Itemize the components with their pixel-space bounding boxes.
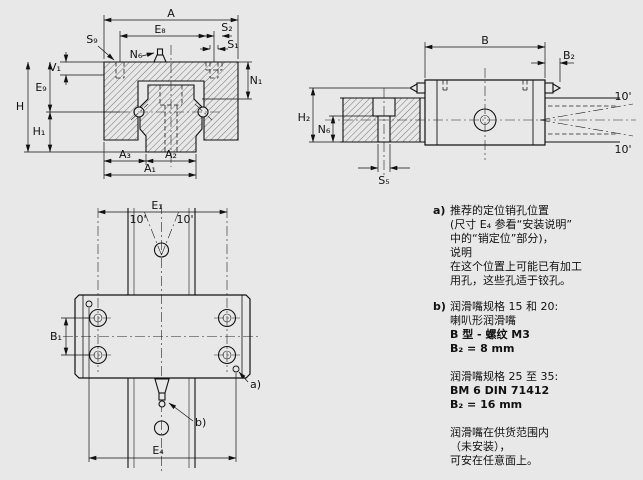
- note-line: 喇叭形润滑嘴: [450, 314, 516, 327]
- note-line: [450, 412, 638, 426]
- carriage-cross-section: [103, 61, 239, 141]
- angle-label-bottom: 10': [614, 143, 631, 156]
- note-line: （未安装），: [450, 440, 511, 453]
- dim-label-N6: N₆: [130, 48, 143, 61]
- note-b: b) 润滑嘴规格 15 和 20: 喇叭形润滑嘴 B 型 - 螺纹 M3 B₂ …: [433, 300, 638, 468]
- side-dimensions: B B₂ H₂ N₆ S₅ 10' 10': [298, 34, 634, 187]
- note-line: [450, 356, 638, 370]
- dim-label-V1: V₁: [49, 61, 61, 74]
- note-a-marker: a): [433, 204, 446, 217]
- note-line: 润滑嘴在供货范围内: [450, 426, 549, 439]
- lube-nipple-bottom-icon: [154, 378, 170, 408]
- front-dimensions: A E₈ S₂ S₁ S₉ N₆ V₁ E₉ H: [16, 7, 262, 179]
- side-view: B B₂ H₂ N₆ S₅ 10' 10': [298, 34, 636, 187]
- note-line: 中的“销定位”部分)，: [450, 232, 554, 245]
- note-line: (尺寸 E₄ 参看“安装说明”: [450, 218, 573, 231]
- dim-label-H: H: [16, 100, 24, 113]
- dim-label-B1: B₁: [50, 330, 62, 343]
- dim-label-E8: E₈: [154, 23, 166, 36]
- pin-hole-left: [85, 300, 93, 308]
- front-view: A E₈ S₂ S₁ S₉ N₆ V₁ E₉ H: [16, 7, 262, 179]
- dim-label-E9: E₉: [35, 81, 46, 94]
- note-line: B₂ = 16 mm: [450, 398, 523, 411]
- note-line: B 型 - 螺纹 M3: [450, 328, 530, 341]
- note-a: a) 推荐的定位销孔位置 (尺寸 E₄ 参看“安装说明” 中的“销定位”部分)，…: [433, 204, 638, 288]
- dim-label-S5: S₅: [378, 174, 389, 187]
- lube-nipple-right-icon: [544, 82, 562, 94]
- centerlines: [120, 45, 222, 167]
- funnel-lube-nipple-icon: [153, 48, 167, 63]
- dim-label-B2: B₂: [563, 49, 575, 62]
- dim-label-H2: H₂: [298, 111, 311, 124]
- locating-pin-holes: [85, 300, 240, 373]
- dim-label-N1: N₁: [250, 74, 263, 87]
- dim-label-E1: E₁: [151, 199, 162, 212]
- note-line: 在这个位置上可能已有加工: [450, 260, 582, 273]
- notes-panel: a) 推荐的定位销孔位置 (尺寸 E₄ 参看“安装说明” 中的“销定位”部分)，…: [433, 204, 638, 480]
- dim-label-S1: S₁: [227, 38, 238, 51]
- note-line: 用孔，这些孔适于铰孔。: [450, 274, 571, 287]
- note-marker-a: a): [250, 378, 261, 391]
- note-b-text: 润滑嘴规格 15 和 20: 喇叭形润滑嘴 B 型 - 螺纹 M3 B₂ = 8…: [450, 300, 638, 468]
- dim-label-E4: E₄: [152, 444, 164, 457]
- dim-label-A2: A₂: [165, 148, 177, 161]
- note-a-text: 推荐的定位销孔位置 (尺寸 E₄ 参看“安装说明” 中的“销定位”部分)， 说明…: [450, 204, 638, 288]
- note-line: 润滑嘴规格 15 和 20:: [450, 300, 559, 313]
- angle-label-top: 10': [614, 90, 631, 103]
- dim-label-A1: A₁: [144, 162, 156, 175]
- angle-label-left: 10': [129, 213, 146, 226]
- note-marker-b: b): [195, 416, 206, 429]
- top-dimensions: E₁ 10' 10' B₁ E₄ a) b): [50, 199, 261, 462]
- dim-label-A: A: [167, 7, 175, 20]
- dim-label-S9: S₉: [86, 33, 97, 46]
- note-line: 润滑嘴规格 25 至 35:: [450, 370, 559, 383]
- hidden-hole-lines: [115, 62, 223, 152]
- lube-nipple-left-icon: [408, 82, 426, 94]
- note-line: B₂ = 8 mm: [450, 342, 515, 355]
- angle-label-right: 10': [176, 213, 193, 226]
- dim-label-N6: N₆: [318, 123, 331, 136]
- dim-label-A3: A₃: [119, 148, 131, 161]
- dim-label-H1: H₁: [33, 125, 46, 138]
- pin-hole-right: [232, 365, 240, 373]
- note-line: 说明: [450, 246, 472, 259]
- note-line: 可安在任意面上。: [450, 454, 538, 467]
- note-line: 推荐的定位销孔位置: [450, 204, 549, 217]
- note-line: BM 6 DIN 71412: [450, 384, 550, 397]
- centerlines: [325, 68, 636, 178]
- top-view: E₁ 10' 10' B₁ E₄ a) b): [50, 199, 261, 472]
- note-b-marker: b): [433, 300, 446, 313]
- dim-label-S2: S₂: [221, 21, 232, 34]
- dim-label-B: B: [481, 34, 489, 47]
